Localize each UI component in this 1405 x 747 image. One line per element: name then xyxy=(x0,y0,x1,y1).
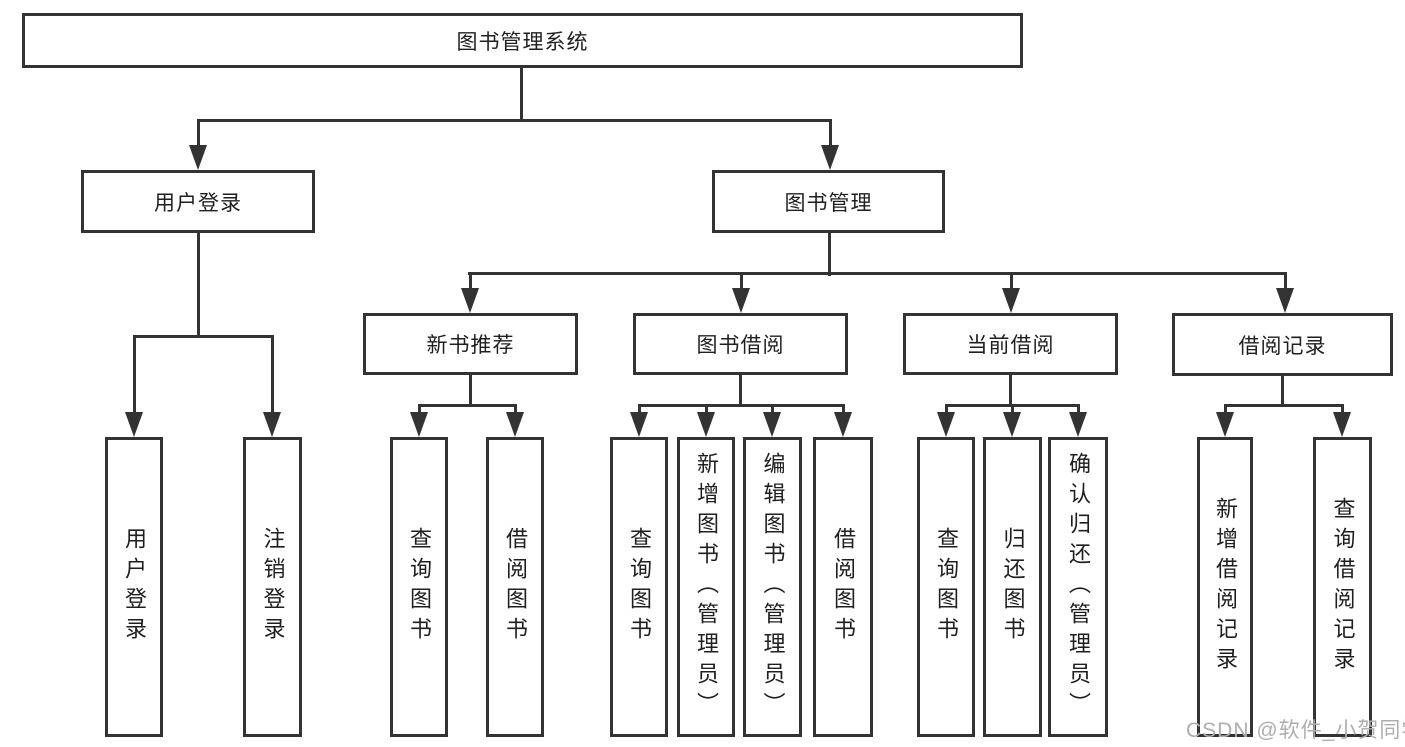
connector-line xyxy=(1281,375,1284,407)
connector-line xyxy=(705,404,708,414)
arrow-down-icon xyxy=(189,145,207,170)
leaf-label: 用户登录 xyxy=(122,527,147,647)
arrow-down-icon xyxy=(937,412,955,437)
leaf-label: 确认归还（管理员） xyxy=(1066,452,1091,722)
leaf-user-login: 用户登录 xyxy=(105,437,163,737)
leaf-label: 查询借阅记录 xyxy=(1330,497,1356,677)
leaf-edit-books-admin: 编辑图书（管理员） xyxy=(743,437,802,737)
leaf-label: 查询图书 xyxy=(934,527,959,647)
connector-line xyxy=(1077,404,1080,414)
connector-line xyxy=(1224,404,1344,407)
node-label: 新书推荐 xyxy=(426,334,515,357)
leaf-label: 编辑图书（管理员） xyxy=(760,452,786,722)
connector-line xyxy=(945,404,948,414)
node-label: 图书管理 xyxy=(784,191,873,215)
connector-line xyxy=(418,404,517,407)
arrow-down-icon xyxy=(506,412,524,437)
node-user-login: 用户登录 xyxy=(81,170,315,233)
node-label: 借阅记录 xyxy=(1238,334,1327,358)
arrow-down-icon xyxy=(1216,412,1234,437)
leaf-logout: 注销登录 xyxy=(243,437,302,737)
arrow-down-icon xyxy=(410,412,428,437)
connector-line xyxy=(1011,404,1014,414)
connector-line xyxy=(197,119,832,122)
connector-line xyxy=(514,404,517,414)
connector-line xyxy=(520,68,523,121)
leaf-label: 归还图书 xyxy=(1000,527,1026,647)
connector-line xyxy=(842,404,845,414)
node-book-management: 图书管理 xyxy=(712,170,945,233)
connector-line xyxy=(197,119,200,147)
arrow-down-icon xyxy=(1069,412,1087,437)
connector-line xyxy=(638,404,845,407)
arrow-down-icon xyxy=(1003,412,1021,437)
connector-line xyxy=(133,335,136,414)
leaf-return-books: 归还图书 xyxy=(983,437,1042,737)
arrow-down-icon xyxy=(763,412,781,437)
connector-line xyxy=(469,375,472,407)
arrow-down-icon xyxy=(1333,412,1351,437)
arrow-down-icon xyxy=(630,412,648,437)
connector-line xyxy=(469,272,472,290)
node-label: 当前借阅 xyxy=(966,334,1055,357)
connector-line xyxy=(1224,404,1227,414)
node-label: 用户登录 xyxy=(154,191,242,215)
arrow-down-icon xyxy=(1276,288,1294,313)
arrow-down-icon xyxy=(732,288,750,313)
connector-line xyxy=(133,335,274,338)
leaf-add-books-admin: 新增图书（管理员） xyxy=(677,437,735,737)
connector-line xyxy=(771,404,774,414)
leaf-add-borrow-record: 新增借阅记录 xyxy=(1197,437,1253,737)
leaf-query-borrow-record: 查询借阅记录 xyxy=(1313,437,1372,737)
leaf-query-books: 查询图书 xyxy=(917,437,975,737)
leaf-borrow-books: 借阅图书 xyxy=(486,437,544,737)
connector-line xyxy=(1010,272,1013,290)
leaf-query-books: 查询图书 xyxy=(610,437,668,737)
connector-line xyxy=(271,335,274,414)
leaf-label: 查询图书 xyxy=(627,527,652,647)
connector-line xyxy=(197,233,200,338)
csdn-watermark: CSDN @软件_小贺同学 xyxy=(1186,719,1405,742)
arrow-down-icon xyxy=(461,288,479,313)
connector-line xyxy=(1341,404,1344,414)
arrow-down-icon xyxy=(263,412,281,437)
leaf-label: 新增借阅记录 xyxy=(1213,497,1238,677)
connector-line xyxy=(638,404,641,414)
node-root: 图书管理系统 xyxy=(22,13,1023,68)
connector-line xyxy=(468,272,1287,275)
leaf-label: 借阅图书 xyxy=(503,527,528,647)
arrow-down-icon xyxy=(1002,288,1020,313)
connector-line xyxy=(739,375,742,407)
node-label: 图书借阅 xyxy=(696,334,785,357)
arrow-down-icon xyxy=(125,412,143,437)
connector-line xyxy=(740,272,743,290)
connector-line xyxy=(1009,375,1012,407)
leaf-label: 注销登录 xyxy=(260,527,286,647)
arrow-down-icon xyxy=(821,145,839,170)
node-borrow-records: 借阅记录 xyxy=(1172,313,1393,376)
node-new-book-recommend: 新书推荐 xyxy=(363,313,578,375)
leaf-borrow-books: 借阅图书 xyxy=(813,437,873,737)
leaf-query-books: 查询图书 xyxy=(390,437,448,737)
arrow-down-icon xyxy=(834,412,852,437)
leaf-label: 新增图书（管理员） xyxy=(694,452,719,722)
node-label: 图书管理系统 xyxy=(456,30,589,54)
leaf-label: 借阅图书 xyxy=(831,527,856,647)
leaf-label: 查询图书 xyxy=(407,527,432,647)
connector-line xyxy=(828,233,831,276)
connector-line xyxy=(829,119,832,147)
connector-line xyxy=(418,404,421,414)
leaf-confirm-return-admin: 确认归还（管理员） xyxy=(1048,437,1108,737)
node-current-borrow: 当前借阅 xyxy=(903,313,1118,375)
node-book-borrow: 图书借阅 xyxy=(633,313,848,375)
arrow-down-icon xyxy=(697,412,715,437)
connector-line xyxy=(1284,272,1287,290)
